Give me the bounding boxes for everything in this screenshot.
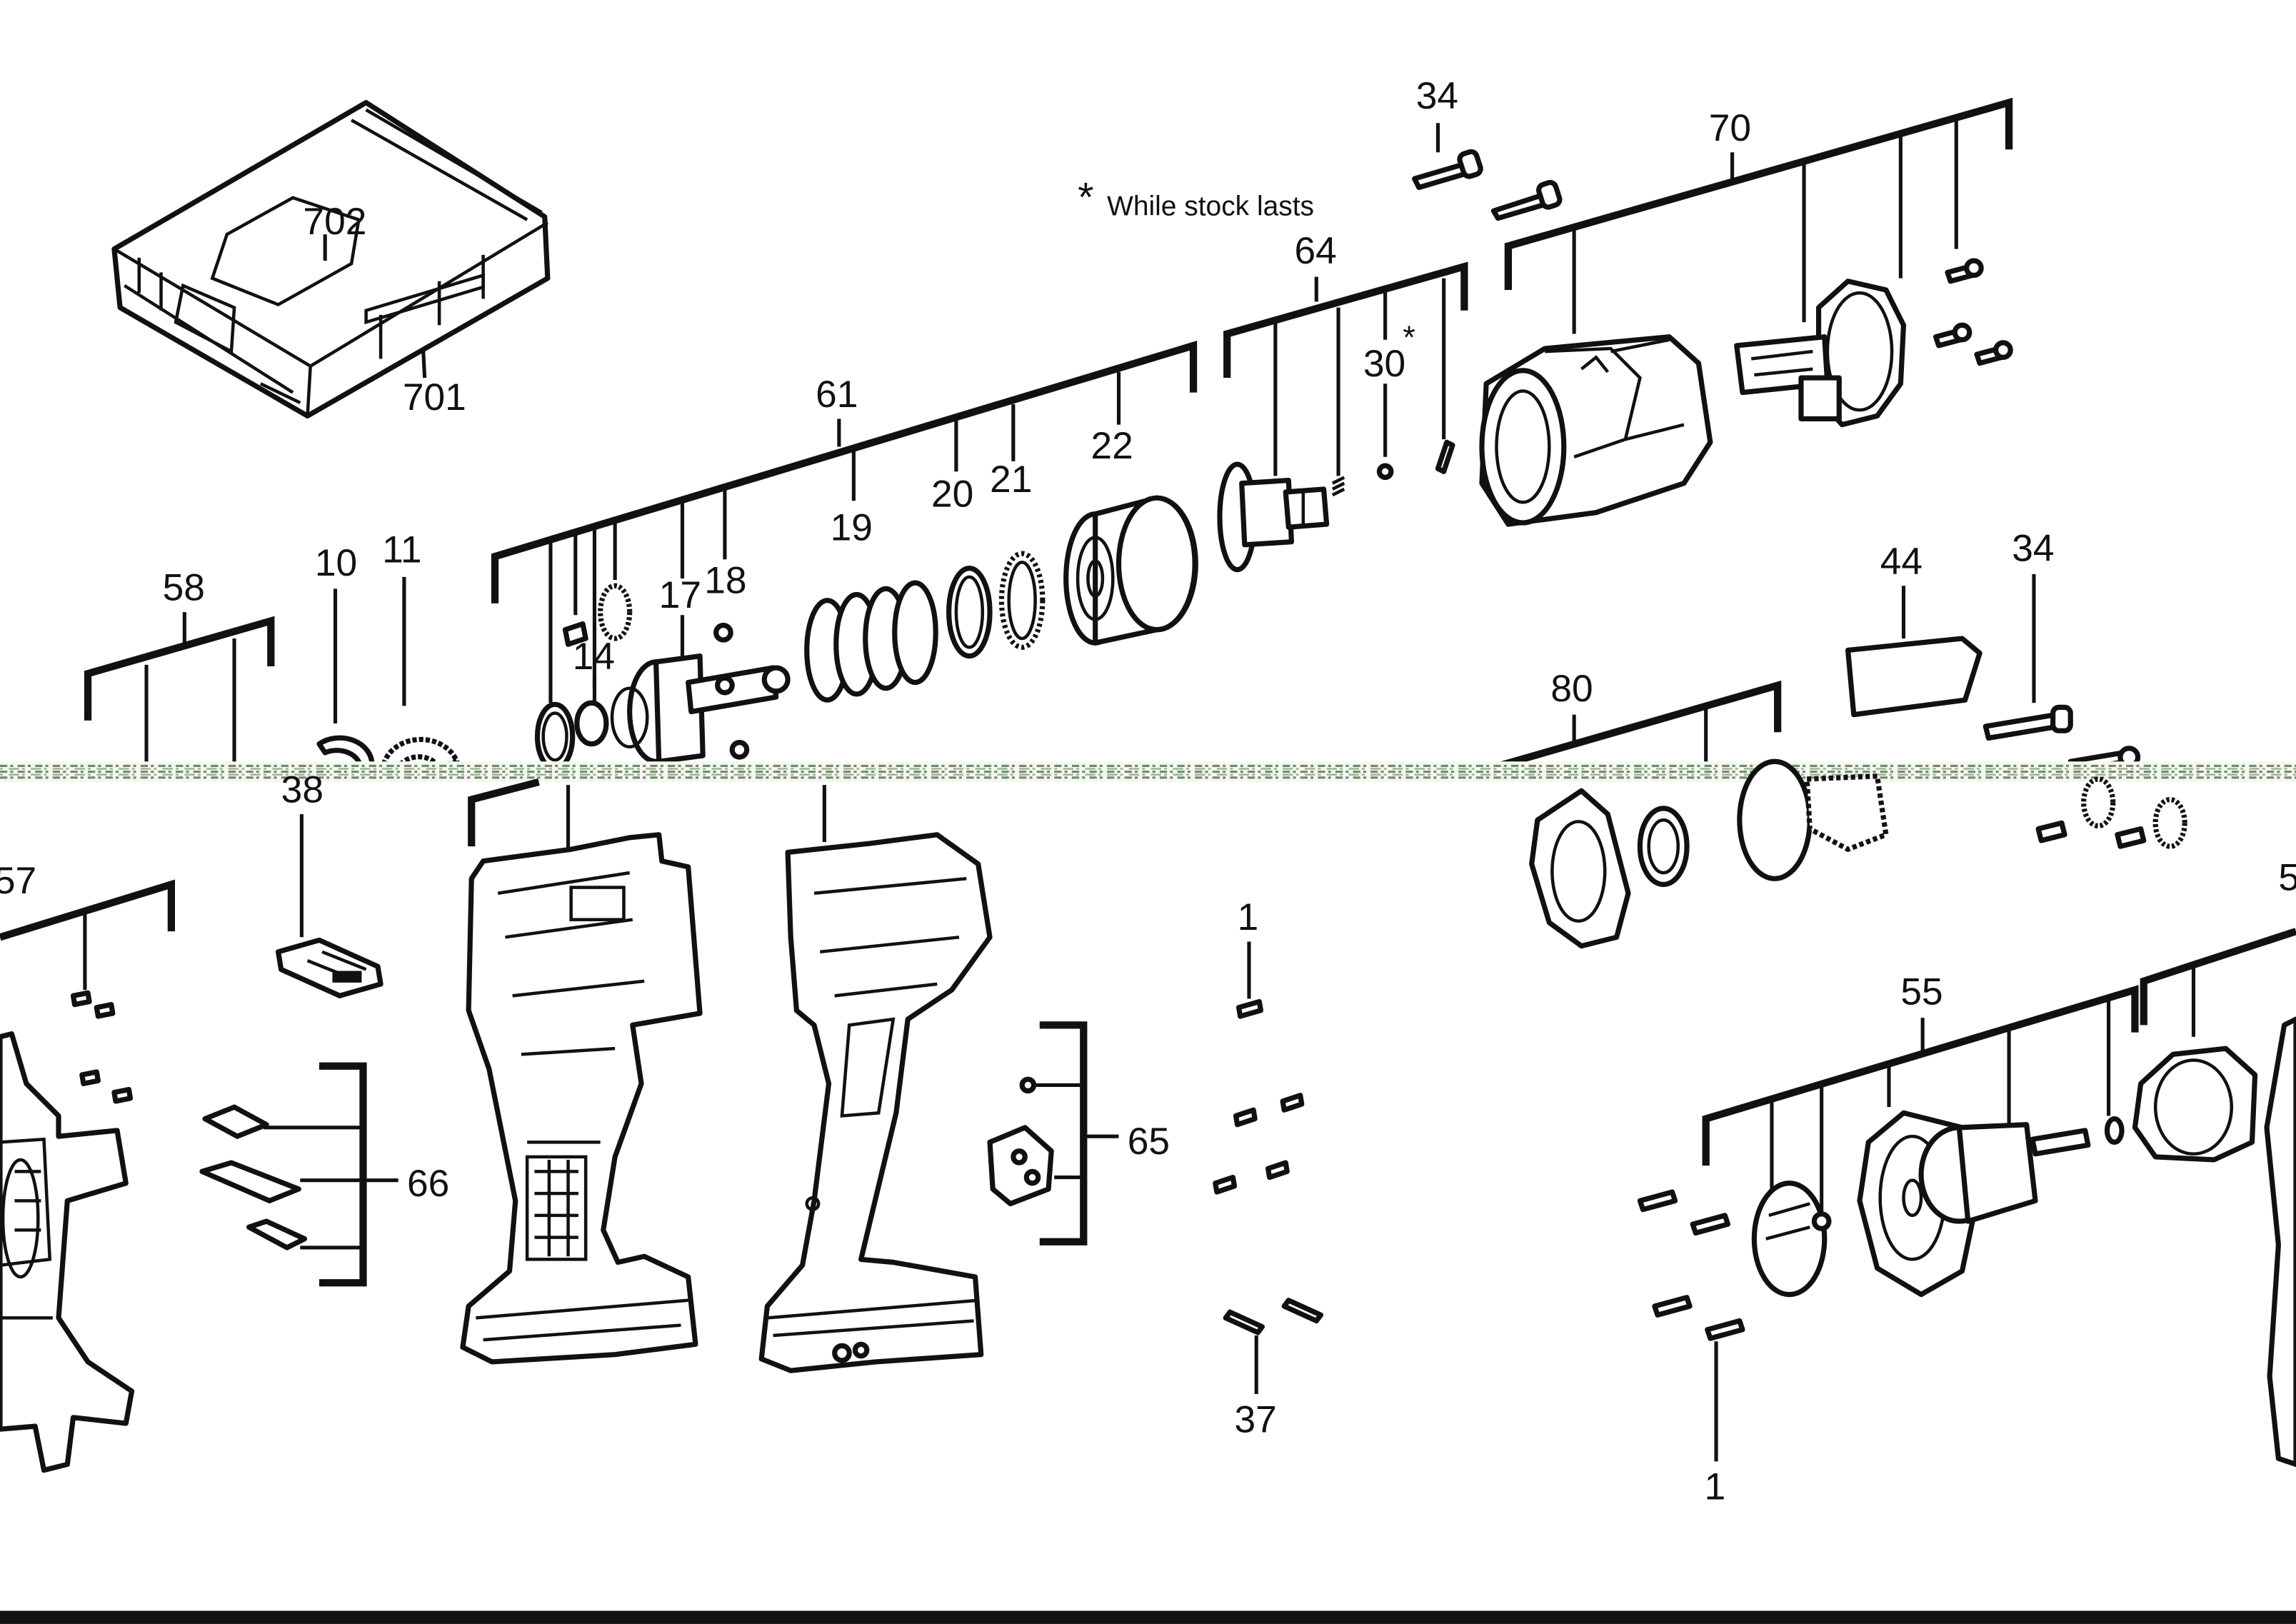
note-star: *: [1078, 174, 1093, 220]
belt-clip-65: [987, 1076, 1054, 1207]
bracket-61: [491, 341, 1198, 603]
bracket-65: [1039, 1021, 1088, 1245]
callout-38: 38: [281, 769, 324, 811]
callout-34-right: 34: [2012, 527, 2054, 569]
spring-ball-pin-64: [1331, 439, 1455, 497]
screw-34-right: [1982, 704, 2141, 773]
ball-18b: [729, 740, 750, 760]
planet-gears-80: [2035, 776, 2187, 849]
ball-ring-21: [998, 551, 1046, 650]
spindle-17: [610, 653, 791, 764]
callout-1-centre: 1: [1238, 896, 1259, 938]
callout-80: 80: [1550, 668, 1593, 710]
callout-17: 17: [659, 574, 701, 616]
callout-701: 701: [403, 376, 466, 418]
callout-58: 58: [163, 567, 205, 609]
stock-note: * While stock lasts: [1078, 174, 1314, 221]
callout-11: 11: [382, 528, 421, 571]
gear-pin-14: [534, 583, 633, 772]
callout-66: 66: [407, 1163, 449, 1205]
callout-30-star: *: [1403, 319, 1415, 356]
scan-damage-band: [0, 761, 2296, 782]
callout-10: 10: [315, 542, 357, 584]
housing-left-half: [460, 832, 703, 1365]
spring-19: [804, 580, 938, 703]
anvil-64: [1217, 461, 1330, 573]
callout-20: 20: [931, 473, 973, 515]
callout-44: 44: [1880, 541, 1922, 583]
motor-assembly-left: [0, 1031, 135, 1473]
screws-55: [1637, 1189, 1745, 1341]
bracket-64: [1223, 261, 1468, 379]
washer-20: [946, 566, 993, 659]
fuel-cover-55: [1751, 1181, 1828, 1298]
bracket-70: [1504, 97, 2013, 291]
note-text: While stock lasts: [1107, 191, 1314, 221]
end-cap-70: [1734, 279, 1907, 428]
callout-19: 19: [831, 507, 873, 549]
screw-34-top: [1412, 149, 1563, 221]
callout-22: 22: [1091, 425, 1133, 467]
callout-18: 18: [704, 559, 746, 601]
screws-centre: [1213, 998, 1324, 1335]
bracket-55: [1702, 985, 2139, 1166]
callout-37: 37: [1234, 1398, 1276, 1440]
callout-34-top: 34: [1416, 75, 1458, 117]
rotor-55: [1918, 1116, 2125, 1224]
housing-right-half: [758, 832, 993, 1373]
bottom-border: [0, 1610, 2296, 1624]
callout-57: 57: [0, 860, 36, 902]
leader-701: [421, 348, 427, 379]
callout-65: 65: [1128, 1121, 1170, 1163]
switch-38: [275, 937, 383, 998]
callout-30: 30: [1363, 343, 1405, 385]
carry-case-drawing: [111, 100, 551, 418]
bearing-plate-80: [1529, 758, 1889, 949]
callout-1-right: 1: [1705, 1466, 1726, 1508]
callout-21: 21: [990, 458, 1032, 501]
bracket-66: [319, 1062, 367, 1287]
gear-housing-70: [1479, 334, 1713, 527]
bracket-58: [84, 616, 275, 721]
callout-702: 702: [303, 201, 366, 243]
callout-5x: 5: [2278, 857, 2296, 899]
callout-64: 64: [1295, 230, 1337, 272]
ring-gear-10-11: [316, 735, 460, 771]
ball-18: [713, 622, 733, 643]
bracket-5x: [2140, 928, 2296, 1026]
hammer-22: [1063, 495, 1198, 646]
bracket-housing: [468, 778, 540, 847]
stator-5x: [2132, 1016, 2296, 1468]
label-plate-44: [1845, 636, 1982, 718]
nut-55: [1811, 1211, 1832, 1231]
selector-buttons-66: [199, 1104, 308, 1250]
callout-61: 61: [816, 374, 858, 416]
screws-57: [70, 990, 134, 1104]
bracket-57: [0, 879, 176, 941]
screws-70: [1933, 258, 2013, 366]
callout-55: 55: [1900, 971, 1942, 1013]
callout-70: 70: [1709, 107, 1751, 149]
bracket-80: [1492, 680, 1782, 771]
